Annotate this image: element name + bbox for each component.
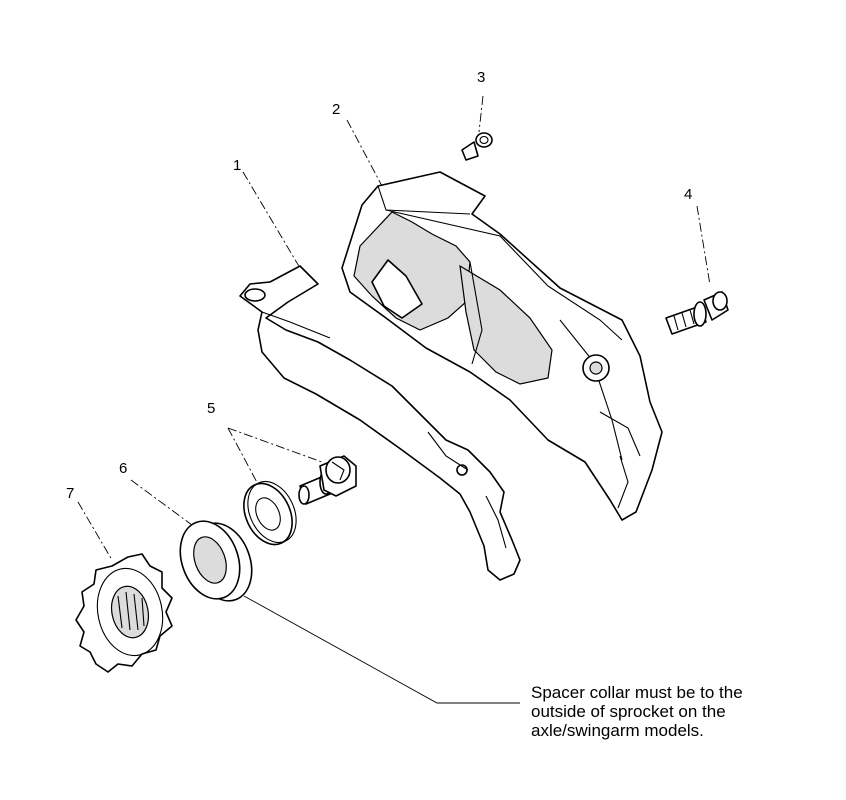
callout-5: 5 — [207, 400, 216, 417]
bracket-part — [239, 265, 521, 581]
leader-3 — [478, 95, 484, 133]
leader-5b — [227, 427, 323, 463]
note-leader — [243, 595, 520, 704]
callout-7: 7 — [66, 485, 75, 502]
sprocket-part — [75, 553, 173, 673]
callout-2: 2 — [332, 101, 341, 118]
spacer-collar-part — [179, 520, 253, 602]
flange-bolt-part — [665, 291, 729, 335]
callout-4: 4 — [684, 186, 693, 203]
note-line-1: Spacer collar must be to the — [531, 683, 743, 702]
leader-1 — [242, 171, 301, 269]
callout-6: 6 — [119, 460, 128, 477]
spacer-collar-note: Spacer collar must be to the outside of … — [531, 683, 821, 740]
washer-part — [243, 480, 297, 546]
leader-4 — [696, 205, 711, 286]
callout-1: 1 — [233, 157, 242, 174]
chain-guard-part — [341, 171, 663, 521]
leader-lines — [77, 95, 711, 704]
note-line-3: axle/swingarm models. — [531, 721, 704, 740]
leader-6 — [130, 479, 197, 529]
callout-3: 3 — [477, 69, 486, 86]
note-line-2: outside of sprocket on the — [531, 702, 726, 721]
sprocket-bolt-part — [298, 455, 357, 505]
leader-7 — [77, 501, 113, 561]
leader-2 — [346, 119, 383, 187]
leader-5a — [227, 427, 261, 489]
small-bolt-part — [461, 132, 493, 161]
